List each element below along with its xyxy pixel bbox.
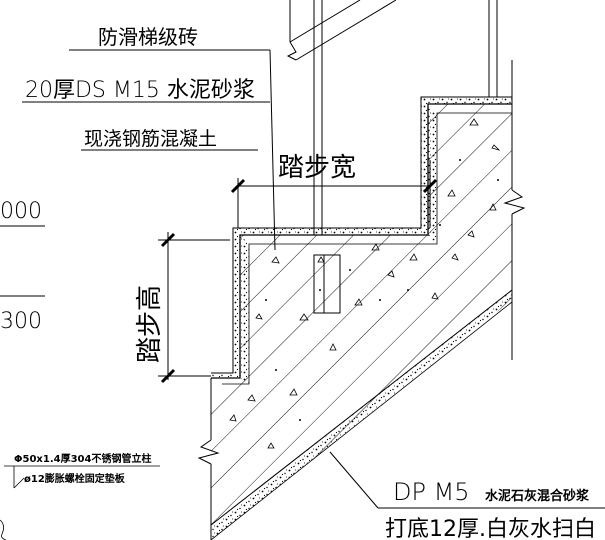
plaster-mix-desc: 水泥石灰混合砂浆 — [485, 488, 590, 504]
riser-height-dimension — [158, 232, 230, 384]
mortar-layer-label: 20厚DS M15 水泥砂浆 — [25, 78, 255, 103]
bolt-spec-label: ø12膨胀螺栓固定垫板 — [24, 472, 126, 485]
elevation-marks — [0, 225, 45, 297]
post-spec-leader — [0, 465, 160, 540]
bottom-finish-label: 打底12厚.白灰水扫白 — [385, 517, 596, 540]
bottom-plaster-band — [210, 289, 513, 540]
railing-post — [313, 0, 341, 314]
riser-height-label: 踏步高 — [135, 285, 165, 363]
left-break-line — [197, 378, 220, 540]
cast-concrete-label: 现浇钢筋混凝土 — [84, 128, 217, 150]
elevation-lower: 300 — [0, 309, 42, 334]
mortar-finish-layer — [211, 96, 512, 385]
leader-lines — [22, 49, 605, 509]
anti-slip-brick-label: 防滑梯级砖 — [98, 25, 198, 49]
tread-width-label: 踏步宽 — [278, 153, 356, 183]
tread-width-dimension — [230, 160, 438, 228]
concrete-slab — [211, 103, 512, 540]
plaster-mix-label: DP M5 — [393, 478, 470, 506]
right-break-line — [503, 60, 526, 360]
handrail — [286, 0, 498, 97]
elevation-upper: 000 — [0, 199, 42, 224]
post-spec-label: Φ50x1.4厚304不锈钢管立柱 — [14, 452, 151, 465]
